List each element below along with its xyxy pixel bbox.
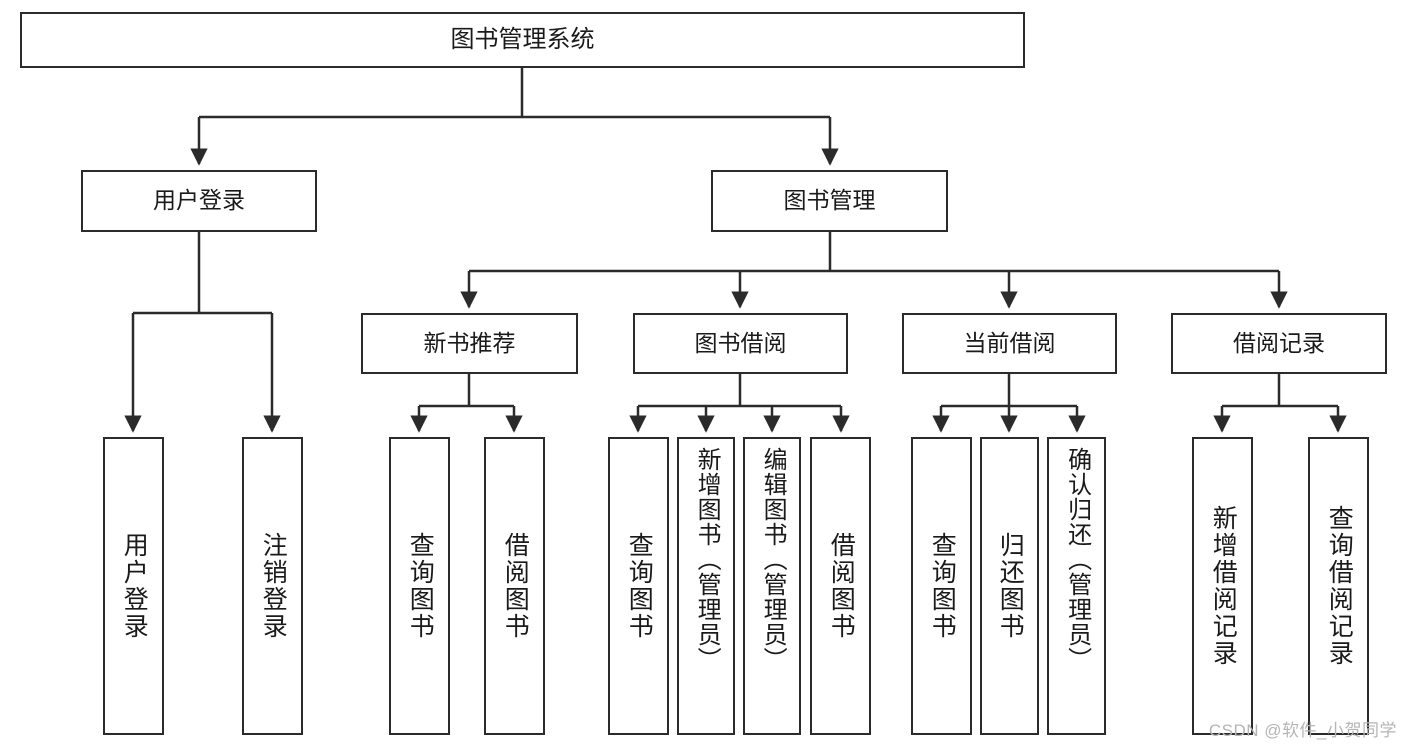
node-new-book-recommend[interactable]: 新书推荐 xyxy=(361,313,578,374)
node-leaf-add-book[interactable]: 新增图书（管理员） xyxy=(677,437,735,735)
node-label: 用户登录 xyxy=(120,532,149,640)
node-label: 当前借阅 xyxy=(963,329,1056,356)
node-label: 注销登录 xyxy=(259,532,288,640)
node-label: 查询图书 xyxy=(928,532,957,640)
node-current-borrow[interactable]: 当前借阅 xyxy=(902,313,1117,374)
node-borrow-record[interactable]: 借阅记录 xyxy=(1171,313,1387,374)
node-label: 借阅图书 xyxy=(827,532,856,640)
node-label: 查询借阅记录 xyxy=(1325,505,1354,667)
node-label: 图书借阅 xyxy=(694,329,787,356)
node-leaf-return-book[interactable]: 归还图书 xyxy=(980,437,1039,735)
node-label: 借阅图书 xyxy=(501,532,530,640)
node-leaf-query-record[interactable]: 查询借阅记录 xyxy=(1308,437,1369,735)
node-label: 归还图书 xyxy=(996,532,1025,640)
node-book-manage[interactable]: 图书管理 xyxy=(711,170,948,232)
node-leaf-edit-book[interactable]: 编辑图书（管理员） xyxy=(743,437,801,735)
node-leaf-confirm-return[interactable]: 确认归还（管理员） xyxy=(1047,437,1106,735)
node-label: 查询图书 xyxy=(625,532,654,640)
node-leaf-query-book-3[interactable]: 查询图书 xyxy=(911,437,972,735)
node-label: 编辑图书（管理员） xyxy=(759,447,787,672)
node-leaf-borrow-book-1[interactable]: 借阅图书 xyxy=(484,437,545,735)
node-label: 新增图书（管理员） xyxy=(693,447,721,672)
node-label: 图书管理系统 xyxy=(450,25,595,53)
node-leaf-query-book-1[interactable]: 查询图书 xyxy=(389,437,450,735)
node-label: 新书推荐 xyxy=(423,329,516,356)
watermark-text: CSDN @软件_小贺同学 xyxy=(1208,721,1397,740)
node-user-login[interactable]: 用户登录 xyxy=(81,170,317,232)
node-leaf-user-logout[interactable]: 注销登录 xyxy=(242,437,303,735)
node-leaf-query-book-2[interactable]: 查询图书 xyxy=(608,437,669,735)
node-label: 确认归还（管理员） xyxy=(1063,447,1091,672)
node-book-borrow[interactable]: 图书借阅 xyxy=(633,313,848,374)
node-leaf-user-login[interactable]: 用户登录 xyxy=(103,437,164,735)
node-label: 借阅记录 xyxy=(1233,329,1325,356)
node-label: 查询图书 xyxy=(406,532,435,640)
node-label: 新增借阅记录 xyxy=(1209,505,1238,667)
node-root-book-management-system[interactable]: 图书管理系统 xyxy=(20,12,1025,68)
node-label: 用户登录 xyxy=(153,187,245,214)
node-leaf-borrow-book-2[interactable]: 借阅图书 xyxy=(810,437,871,735)
node-leaf-add-record[interactable]: 新增借阅记录 xyxy=(1192,437,1253,735)
node-label: 图书管理 xyxy=(783,187,876,214)
